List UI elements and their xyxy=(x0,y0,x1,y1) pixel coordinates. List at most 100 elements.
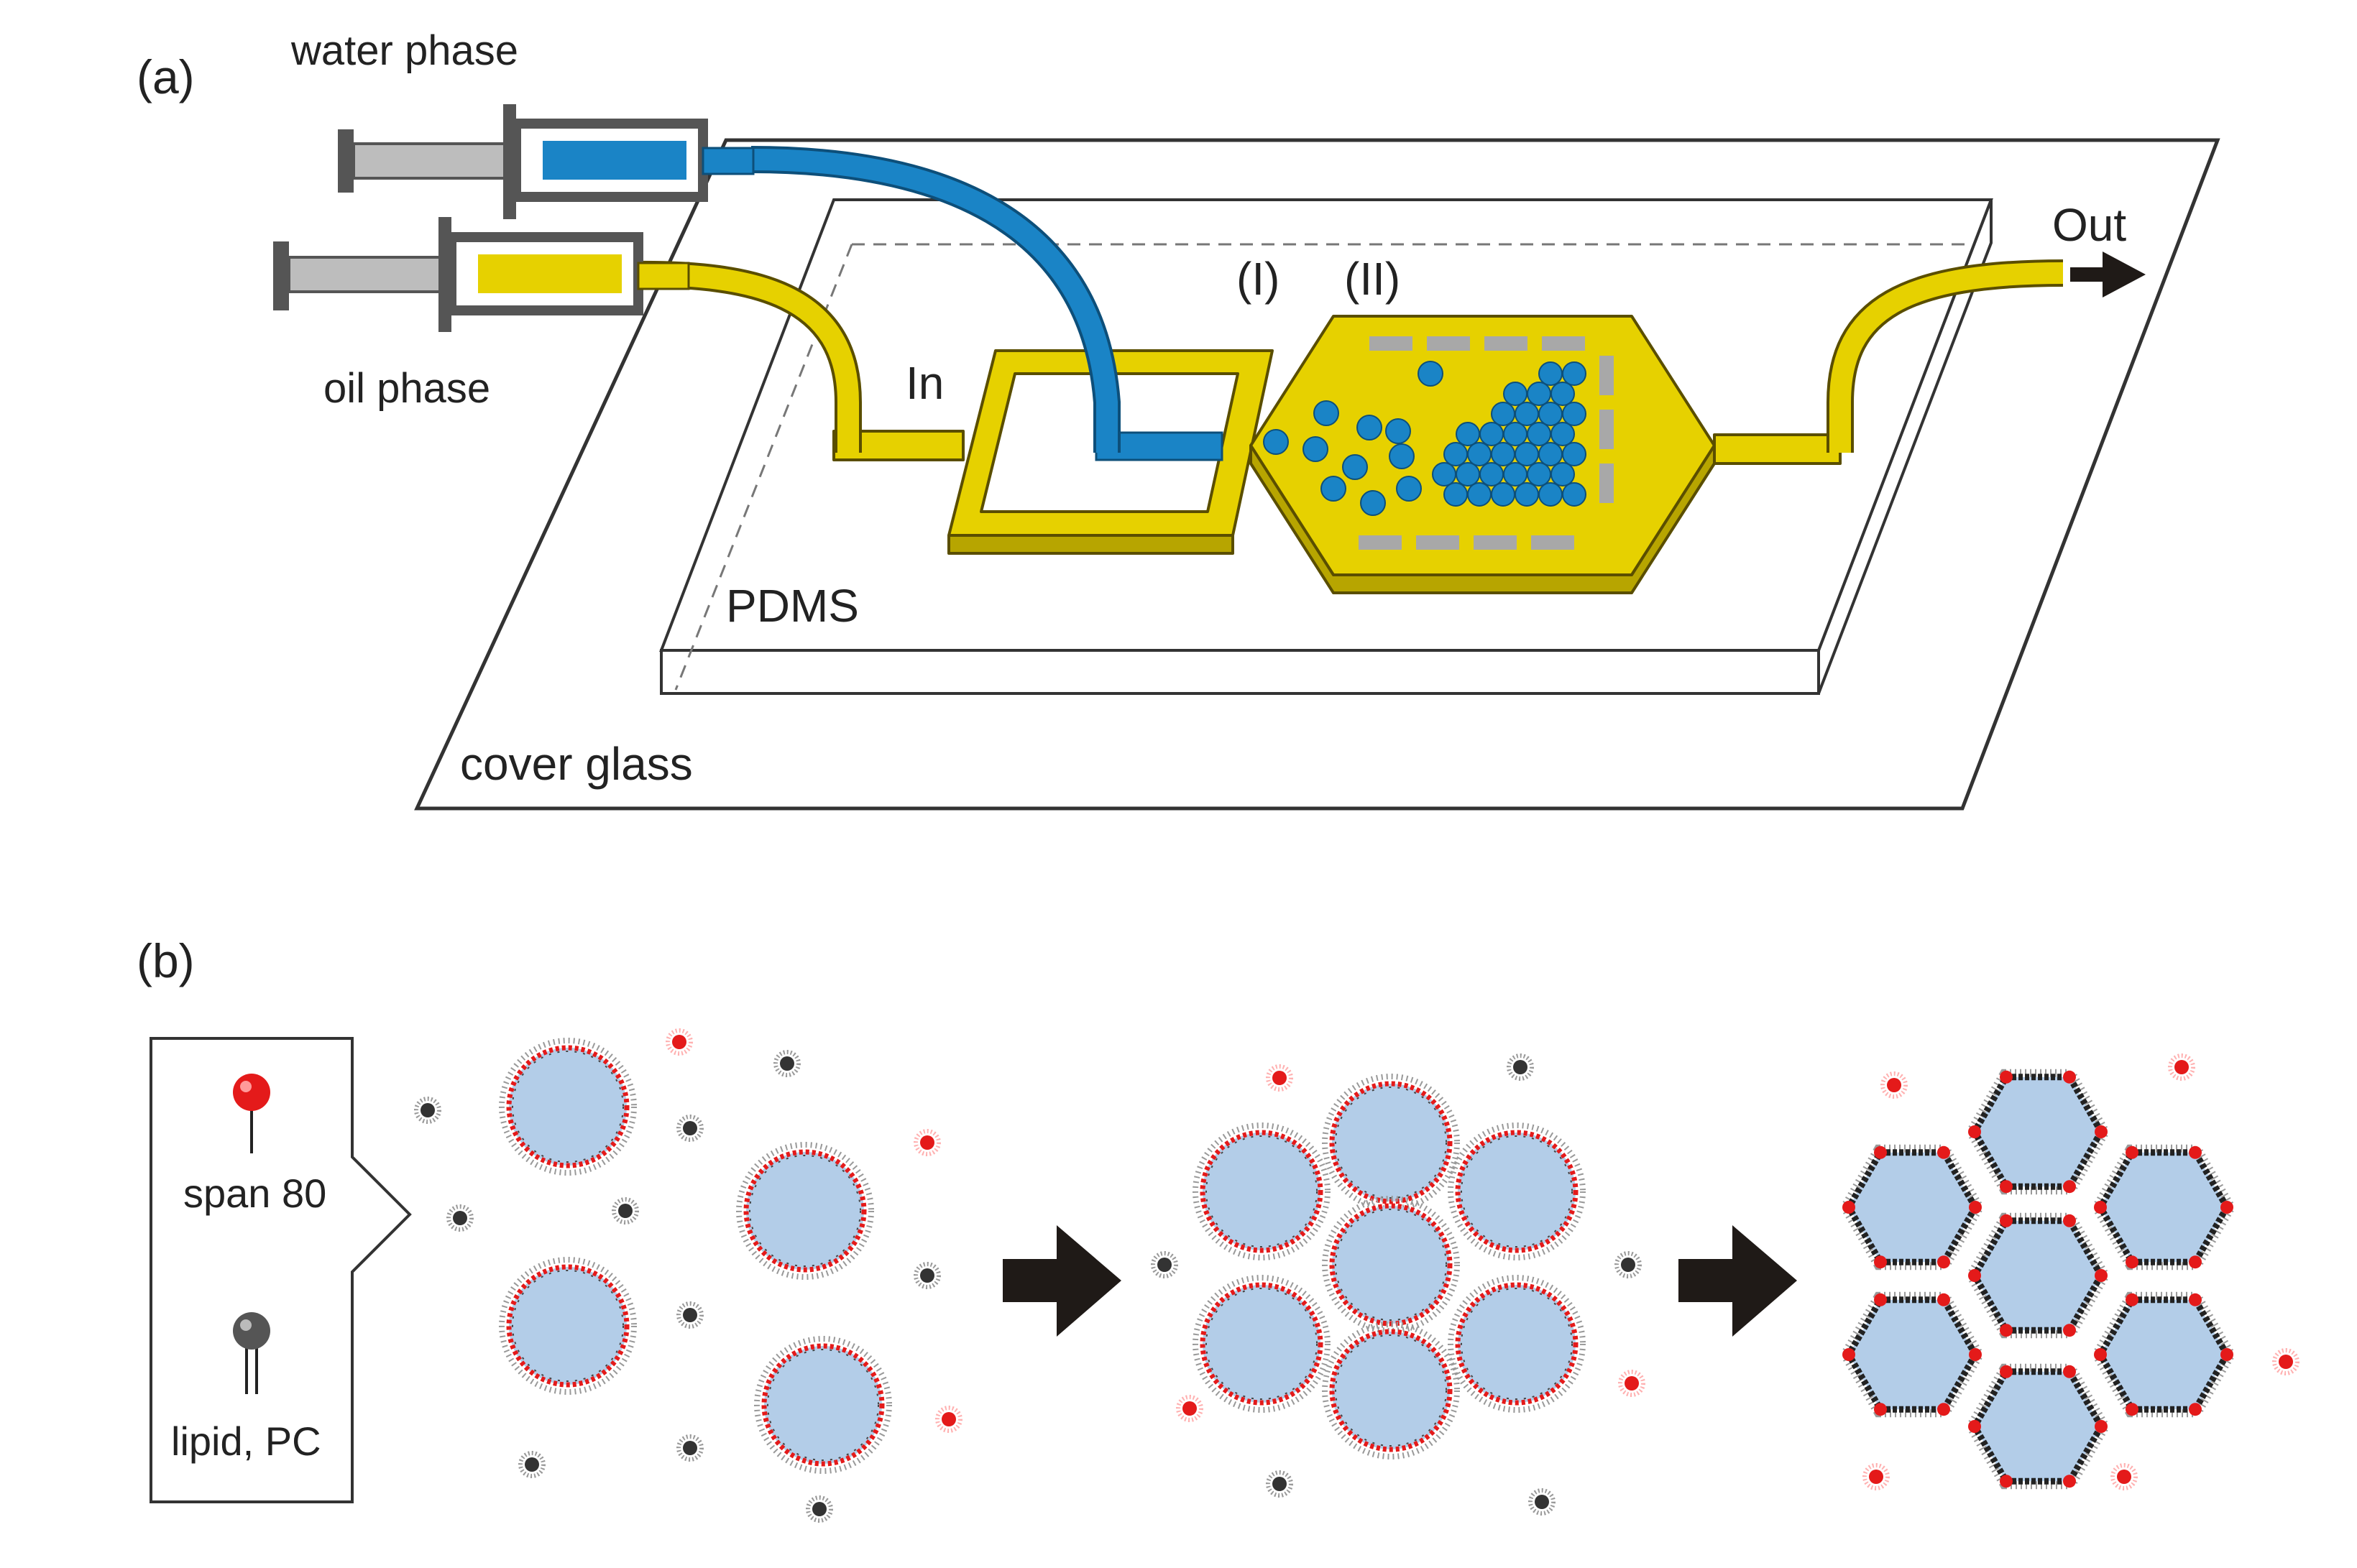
surfactant-molecule xyxy=(2110,1463,2138,1490)
hexagonal-cell xyxy=(2091,1144,2236,1270)
outlet-label: Out xyxy=(2052,199,2126,251)
surfactant-molecule xyxy=(2168,1053,2195,1081)
process-arrow-1 xyxy=(1003,1225,1121,1337)
water-droplet xyxy=(1515,482,1539,507)
lipid-molecule xyxy=(612,1197,639,1225)
lipid-molecule xyxy=(1266,1470,1293,1498)
water-droplet xyxy=(1562,361,1586,386)
water-droplet xyxy=(1479,422,1504,446)
hexagonal-cell xyxy=(1965,1069,2110,1195)
coated-droplet xyxy=(499,1257,637,1395)
water-droplet xyxy=(1515,402,1539,426)
water-droplet xyxy=(1302,436,1328,462)
legend-box xyxy=(150,1037,412,1503)
region-2-label: (II) xyxy=(1344,253,1400,305)
surfactant-molecule xyxy=(1880,1071,1908,1099)
surfactant-molecule xyxy=(1862,1463,1890,1490)
lipid-molecule xyxy=(1151,1251,1178,1278)
hexagonal-cell xyxy=(1965,1363,2110,1490)
cover-glass-label: cover glass xyxy=(460,738,693,790)
lipid-molecule xyxy=(773,1050,801,1077)
water-droplet xyxy=(1320,476,1346,502)
hexagonal-cell xyxy=(1839,1291,1985,1418)
lipid-molecule xyxy=(806,1495,833,1523)
water-phase-label: water phase xyxy=(290,27,518,74)
water-droplet xyxy=(1538,482,1563,507)
water-droplet xyxy=(1313,400,1339,426)
lipid-icon xyxy=(233,1312,270,1394)
hexagonal-cell xyxy=(2091,1291,2236,1418)
lipid-molecule xyxy=(414,1097,441,1124)
free-molecules xyxy=(414,1028,2299,1523)
surfactant-molecule xyxy=(914,1129,941,1156)
oil-phase-label: oil phase xyxy=(323,365,490,412)
water-droplet xyxy=(1491,402,1515,426)
water-droplet xyxy=(1467,482,1492,507)
surfactant-icon xyxy=(233,1074,270,1153)
panel-a: (a) cover glass PDMS xyxy=(137,27,2220,811)
coated-droplet xyxy=(1448,1275,1586,1413)
chamber-pillars xyxy=(1359,336,1614,550)
legend-lipid-label: lipid, PC xyxy=(171,1419,321,1464)
lipid-molecule xyxy=(914,1262,941,1289)
coated-droplet xyxy=(1193,1275,1331,1413)
oil-syringe xyxy=(273,217,690,332)
water-droplet xyxy=(1562,442,1586,466)
water-droplet xyxy=(1456,462,1480,486)
water-droplet xyxy=(1538,361,1563,386)
water-droplet xyxy=(1503,462,1527,486)
water-droplet xyxy=(1550,382,1575,406)
panel-b: (b) span 80 lipid, PC xyxy=(137,934,2299,1523)
water-droplet xyxy=(1263,429,1289,455)
water-droplet xyxy=(1527,462,1551,486)
water-droplet xyxy=(1562,402,1586,426)
water-droplet xyxy=(1356,415,1382,441)
water-droplet xyxy=(1503,422,1527,446)
water-droplet xyxy=(1385,418,1411,444)
lipid-molecule xyxy=(676,1115,704,1142)
water-droplet xyxy=(1550,462,1575,486)
legend-surfactant-label: span 80 xyxy=(183,1171,326,1216)
panel-b-label: (b) xyxy=(137,934,195,987)
coated-droplet xyxy=(1448,1122,1586,1260)
lipid-molecule xyxy=(1614,1251,1642,1278)
water-droplet xyxy=(1456,422,1480,446)
surfactant-molecule xyxy=(935,1406,962,1433)
water-droplet xyxy=(1538,442,1563,466)
coated-droplet xyxy=(1322,1322,1460,1459)
water-droplet xyxy=(1432,462,1456,486)
lipid-molecule xyxy=(518,1451,546,1478)
lipid-molecule xyxy=(1528,1488,1556,1516)
region-1-label: (I) xyxy=(1236,253,1279,305)
coated-droplet xyxy=(1322,1074,1460,1212)
water-droplet xyxy=(1550,422,1575,446)
inlet-label: In xyxy=(906,357,944,409)
water-droplet xyxy=(1418,361,1443,387)
water-droplet xyxy=(1360,490,1386,516)
panel-a-label: (a) xyxy=(137,50,195,103)
water-droplet xyxy=(1527,382,1551,406)
surfactant-molecule xyxy=(1618,1370,1645,1397)
water-droplet xyxy=(1527,422,1551,446)
hexagonal-cell xyxy=(1965,1212,2110,1339)
coated-droplet xyxy=(736,1142,874,1280)
water-droplet xyxy=(1479,462,1504,486)
water-droplet xyxy=(1396,476,1422,502)
water-droplet xyxy=(1389,443,1415,469)
coated-droplet xyxy=(499,1038,637,1176)
chamber-droplets xyxy=(1263,361,1586,516)
lipid-molecule xyxy=(1507,1053,1534,1081)
process-arrow-2 xyxy=(1678,1225,1797,1337)
stage-hexagonal-network xyxy=(1839,1069,2236,1490)
water-droplet xyxy=(1491,442,1515,466)
water-droplet xyxy=(1491,482,1515,507)
surfactant-molecule xyxy=(1266,1064,1293,1092)
coated-droplet xyxy=(754,1336,892,1474)
water-droplet xyxy=(1443,482,1468,507)
surfactant-molecule xyxy=(1176,1395,1203,1422)
water-syringe xyxy=(338,104,755,219)
lipid-molecule xyxy=(676,1301,704,1329)
outlet-arrow xyxy=(2070,252,2146,298)
surfactant-molecule xyxy=(2272,1348,2299,1375)
